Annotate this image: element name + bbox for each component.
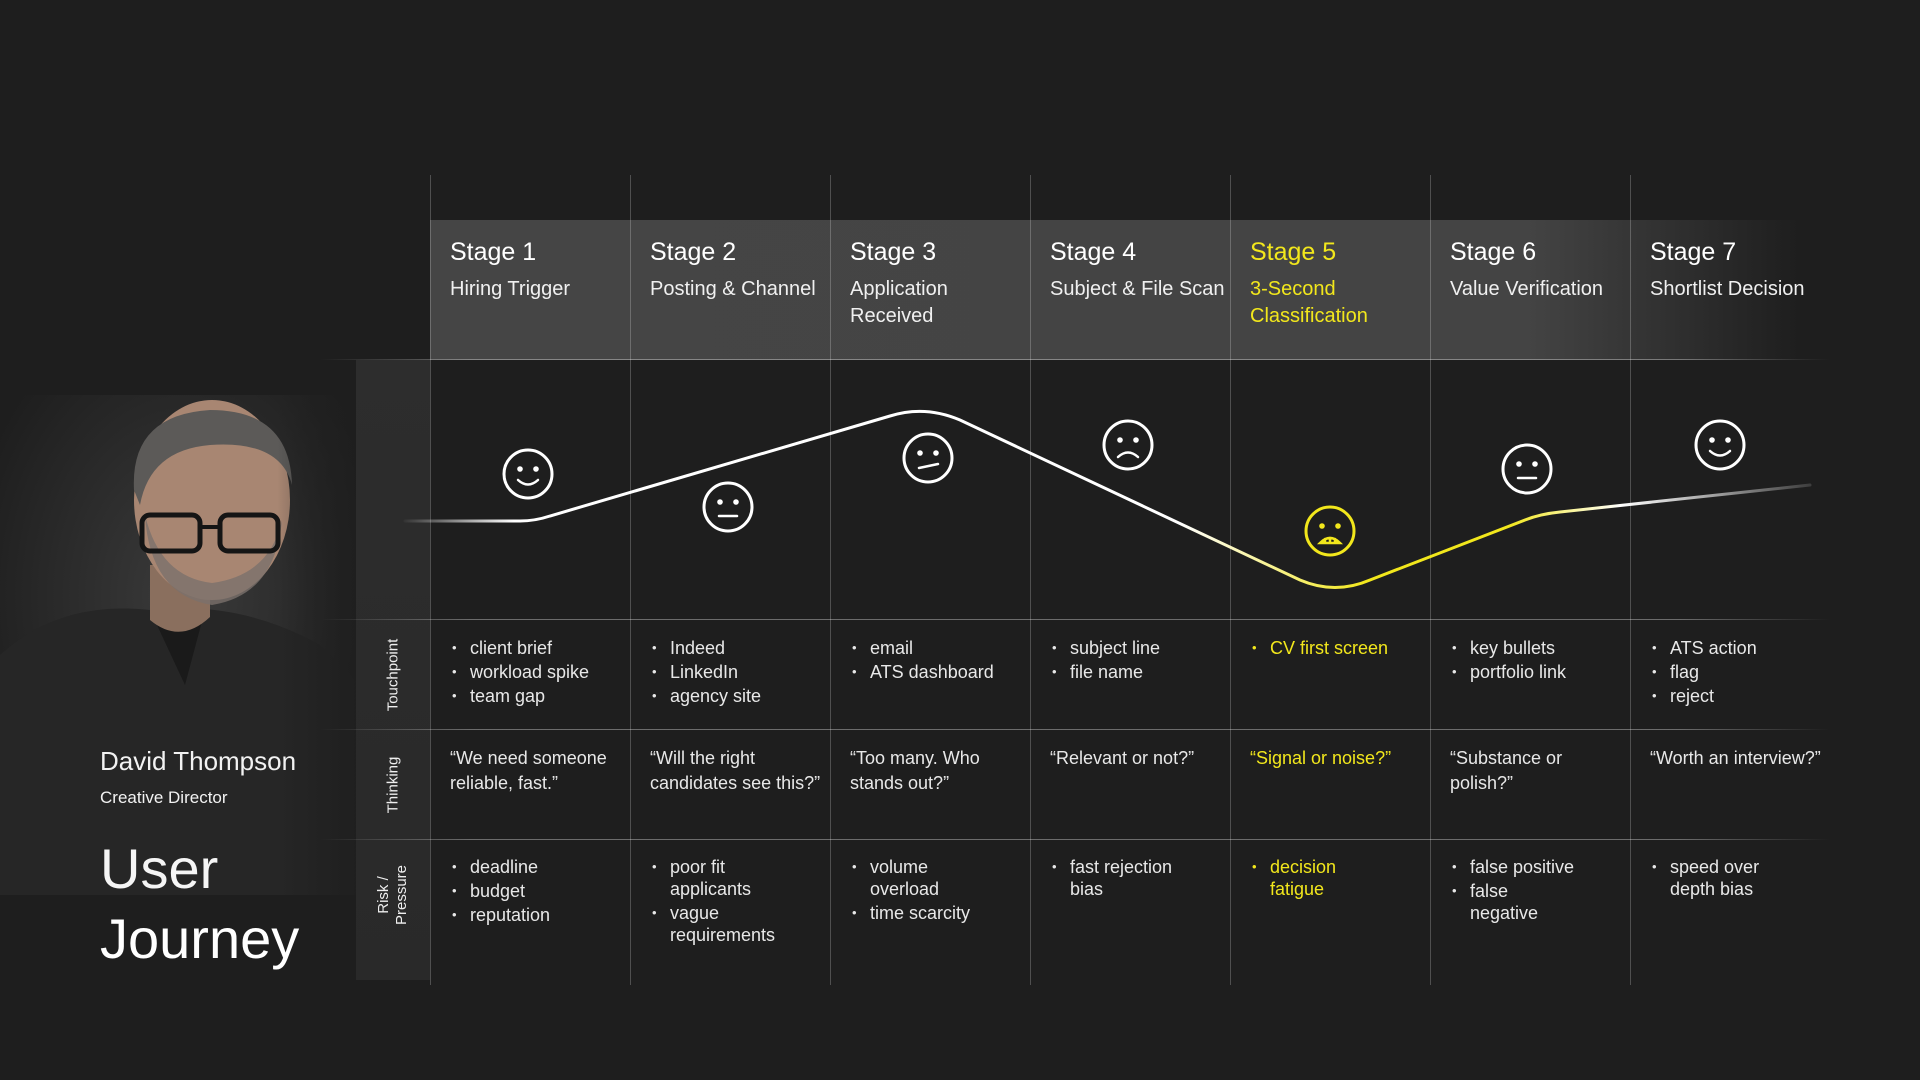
page-title-line2: Journey	[100, 907, 300, 970]
touchpoint-item: LinkedIn	[650, 660, 830, 684]
risk-item: deadline	[450, 856, 580, 878]
row-label-band	[356, 360, 430, 980]
thinking-cell: “Relevant or not?”	[1050, 748, 1195, 768]
persona-name: David Thompson	[100, 746, 297, 776]
risk-item: fast rejection bias	[1050, 856, 1180, 900]
persona-role: Creative Director	[100, 788, 228, 807]
risk-cell: decision fatigue	[1250, 856, 1380, 902]
risk-item: budget	[450, 880, 580, 902]
risk-item: time scarcity	[850, 902, 980, 924]
thinking-cell: “Substance or polish?”	[1450, 748, 1563, 793]
neutral-face-icon	[1501, 443, 1553, 495]
column-divider	[430, 175, 431, 985]
touchpoint-item: reject	[1650, 684, 1830, 708]
column-divider	[830, 175, 831, 985]
divider	[320, 359, 1830, 360]
risk-cell: false positivefalse negative	[1450, 856, 1580, 926]
risk-item: vague requirements	[650, 902, 780, 946]
touchpoint-cell: ATS actionflagreject	[1650, 636, 1830, 708]
stage-header-2: Stage 2 Posting & Channel	[630, 220, 830, 360]
stage-name: Value Verification	[1450, 278, 1604, 300]
touchpoint-item: email	[850, 636, 1030, 660]
risk-item: speed over depth bias	[1650, 856, 1780, 900]
column-divider	[630, 175, 631, 985]
touchpoint-item: client brief	[450, 636, 630, 660]
risk-cell: deadlinebudgetreputation	[450, 856, 580, 928]
divider	[320, 619, 1830, 620]
thinking-cell: “We need someone reliable, fast.”	[450, 748, 607, 793]
grimace-face-icon	[1304, 505, 1356, 557]
touchpoint-cell: subject linefile name	[1050, 636, 1230, 684]
touchpoint-item: flag	[1650, 660, 1830, 684]
stage-header-6: Stage 6 Value Verification	[1430, 220, 1630, 360]
touchpoint-item: workload spike	[450, 660, 630, 684]
stage-name: Shortlist Decision	[1650, 278, 1805, 300]
risk-cell: fast rejection bias	[1050, 856, 1180, 902]
happy-face-icon	[502, 448, 554, 500]
divider	[320, 729, 1830, 730]
stage-number: Stage 6	[1450, 238, 1537, 266]
touchpoint-item: portfolio link	[1450, 660, 1630, 684]
stage-number: Stage 5	[1250, 238, 1337, 266]
skeptical-face-icon	[902, 432, 954, 484]
thinking-cell: “Worth an interview?”	[1650, 748, 1821, 768]
column-divider	[1630, 175, 1631, 985]
touchpoint-item: file name	[1050, 660, 1230, 684]
stage-number: Stage 3	[850, 238, 937, 266]
stage-name: Application Received	[850, 278, 948, 327]
risk-item: reputation	[450, 904, 580, 926]
column-divider	[1430, 175, 1431, 985]
touchpoint-item: subject line	[1050, 636, 1230, 660]
risk-item: false negative	[1450, 880, 1580, 924]
stage-header-4: Stage 4 Subject & File Scan	[1030, 220, 1230, 360]
stage-number: Stage 4	[1050, 238, 1137, 266]
page-title-line1: User	[100, 837, 219, 900]
risk-item: volume overload	[850, 856, 980, 900]
sad-face-icon	[1102, 419, 1154, 471]
stage-number: Stage 1	[450, 238, 537, 266]
stage-header-3: Stage 3 Application Received	[830, 220, 1030, 360]
stage-header-band	[430, 220, 1800, 360]
risk-cell: speed over depth bias	[1650, 856, 1780, 902]
touchpoint-item: ATS action	[1650, 636, 1830, 660]
touchpoint-cell: client briefworkload spiketeam gap	[450, 636, 630, 708]
touchpoint-cell: key bulletsportfolio link	[1450, 636, 1630, 684]
happy-face-icon	[1694, 419, 1746, 471]
stage-header-5: Stage 5 3-Second Classification	[1230, 220, 1430, 360]
touchpoint-item: key bullets	[1450, 636, 1630, 660]
touchpoint-item: Indeed	[650, 636, 830, 660]
column-divider	[1230, 175, 1231, 985]
touchpoint-cell: IndeedLinkedInagency site	[650, 636, 830, 708]
persona-portrait	[0, 395, 370, 895]
divider	[320, 839, 1830, 840]
stage-name: 3-Second Classification	[1250, 278, 1368, 327]
risk-cell: poor fit applicantsvague requirements	[650, 856, 780, 948]
thinking-cell: “Too many. Who stands out?”	[850, 748, 980, 793]
risk-item: false positive	[1450, 856, 1580, 878]
stage-number: Stage 2	[650, 238, 737, 266]
stage-name: Posting & Channel	[650, 278, 816, 300]
touchpoint-item: CV first screen	[1250, 636, 1430, 660]
touchpoint-item: ATS dashboard	[850, 660, 1030, 684]
column-divider	[1030, 175, 1031, 985]
stage-header-7: Stage 7 Shortlist Decision	[1630, 220, 1830, 360]
neutral-face-icon	[702, 481, 754, 533]
risk-item: decision fatigue	[1250, 856, 1380, 900]
touchpoint-cell: CV first screen	[1250, 636, 1430, 660]
stage-name: Hiring Trigger	[450, 278, 571, 300]
thinking-cell: “Will the right candidates see this?”	[650, 748, 821, 793]
stage-name: Subject & File Scan	[1050, 278, 1225, 300]
thinking-cell: “Signal or noise?”	[1250, 748, 1392, 768]
stage-header-1: Stage 1 Hiring Trigger	[430, 220, 630, 360]
risk-item: poor fit applicants	[650, 856, 780, 900]
stage-number: Stage 7	[1650, 238, 1737, 266]
touchpoint-item: team gap	[450, 684, 630, 708]
risk-cell: volume overloadtime scarcity	[850, 856, 980, 926]
touchpoint-item: agency site	[650, 684, 830, 708]
touchpoint-cell: emailATS dashboard	[850, 636, 1030, 684]
